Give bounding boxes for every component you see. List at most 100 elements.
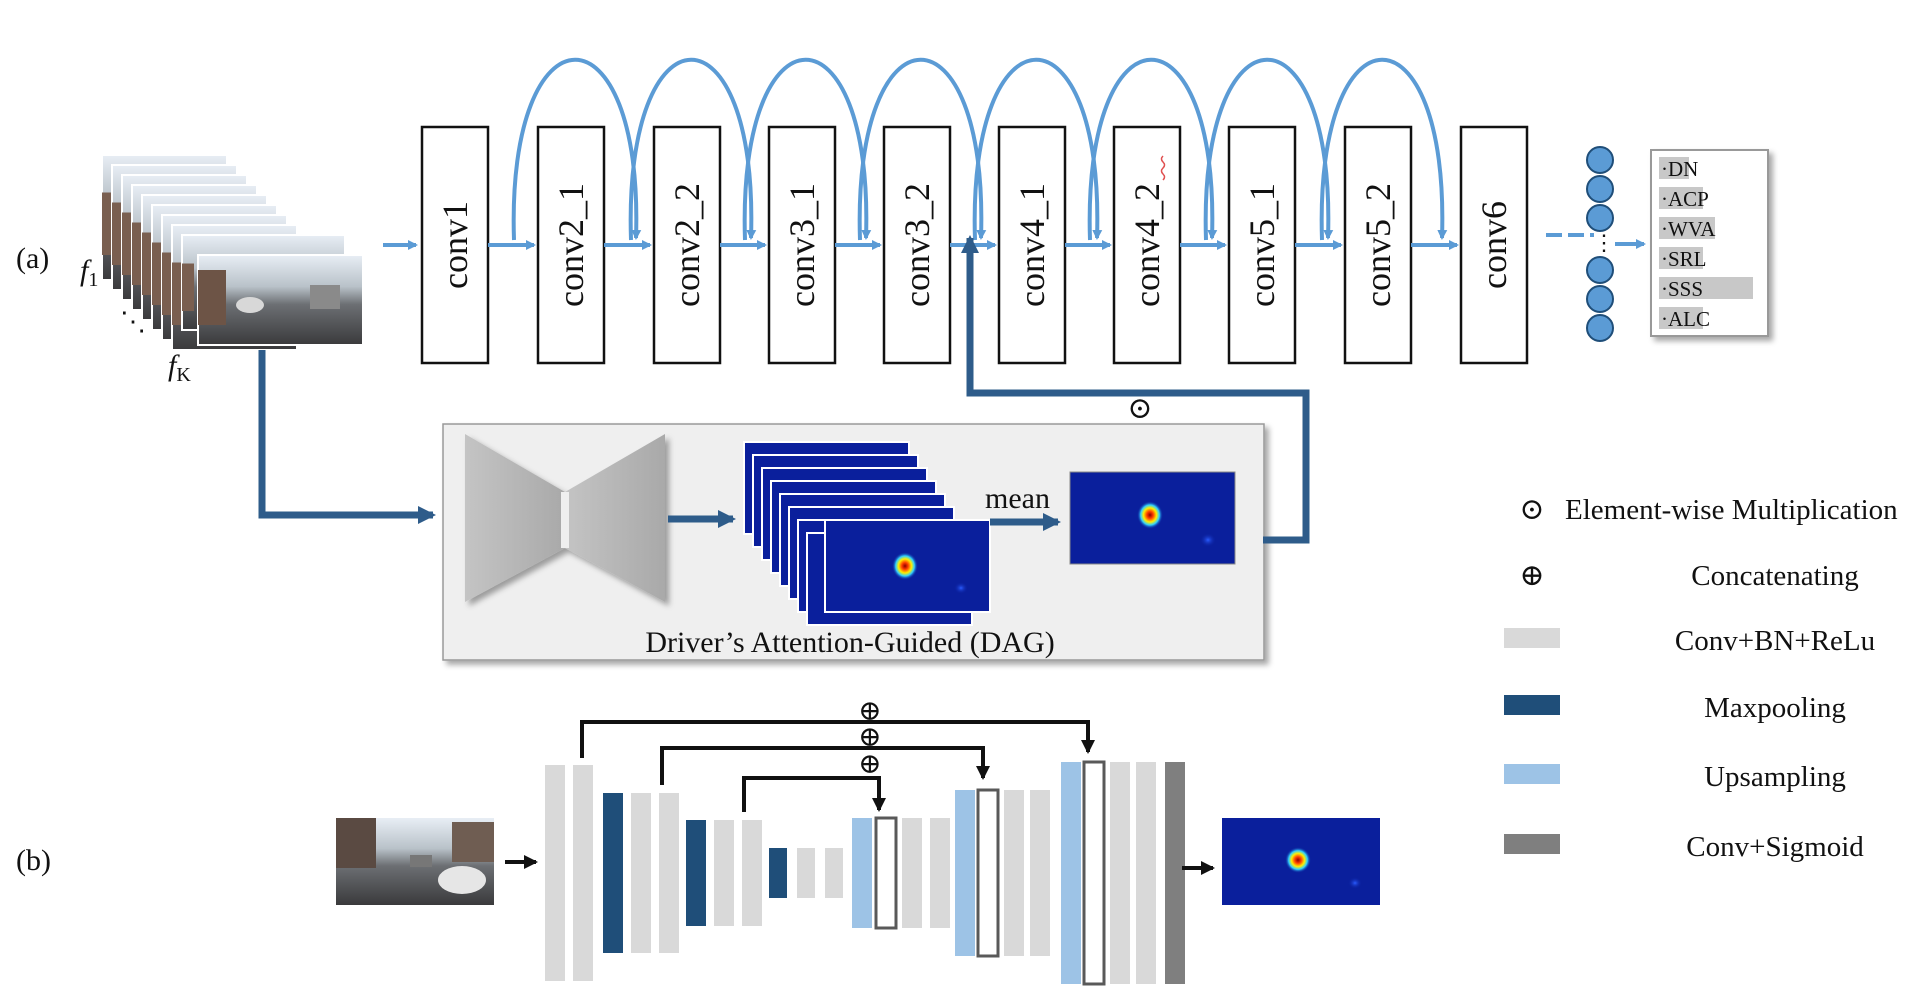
mean-attention-map: [1069, 471, 1236, 565]
output-node: [1586, 204, 1614, 232]
conv-light-block: [930, 818, 950, 928]
upsample-block: [1061, 762, 1081, 984]
class-label: ·SRL: [1661, 247, 1707, 271]
panel-b-output-map: [1222, 818, 1380, 905]
upsample-block: [852, 818, 872, 928]
output-node: [1586, 256, 1614, 284]
svg-text:⋮: ⋮: [1593, 230, 1615, 255]
conv-layer-label: conv1: [435, 201, 475, 289]
conv-light-block: [797, 848, 815, 898]
panel-b-input-image: [336, 818, 494, 905]
sigmoid-block: [1165, 762, 1185, 984]
output-node: [1586, 146, 1614, 174]
conv-light-block: [545, 765, 565, 981]
conv-layer-label: conv2_2: [667, 183, 707, 307]
conv-layer-box: [767, 125, 837, 365]
legend-label: Conv+Sigmoid: [1686, 831, 1864, 863]
conv-light-block: [1110, 762, 1130, 984]
conv-layer-label: conv4_2: [1127, 183, 1167, 307]
conv-light-block: [742, 820, 762, 926]
conv-layer-label: conv3_2: [897, 183, 937, 307]
class-label: ·ALC: [1661, 307, 1710, 331]
conv-backbone: conv1 conv2_1 conv2_2 conv3_1 conv3_2 conv4_1…: [383, 58, 1529, 365]
concat-symbol: ⊕: [858, 696, 881, 727]
legend-label: Upsampling: [1704, 761, 1846, 793]
unet-blocks: [545, 760, 1185, 986]
conv-layer-box: [420, 125, 490, 365]
panel-b-label: (b): [16, 844, 51, 877]
concat-block: [874, 816, 898, 930]
multiply-symbol: ⊙: [1127, 392, 1152, 425]
output-node: [1586, 175, 1614, 203]
legend-label: Conv+BN+ReLu: [1675, 625, 1875, 657]
legend-swatch: [1504, 628, 1560, 648]
class-label: ·ACP: [1661, 187, 1709, 211]
legend-swatch: [1504, 695, 1560, 715]
legend-symbol: ⊕: [1519, 559, 1544, 592]
conv-light-block: [573, 765, 593, 981]
conv-layer-label: conv5_1: [1242, 183, 1282, 307]
residual-arc: [1203, 58, 1334, 241]
output-node: [1586, 314, 1614, 342]
conv-layer-box: [997, 125, 1067, 365]
conv-layer-box: [1227, 125, 1297, 365]
residual-arc: [857, 58, 987, 241]
concat-symbol: ⊕: [858, 722, 881, 753]
conv-layer-box: [1459, 125, 1529, 365]
maxpool-block: [686, 820, 706, 926]
legend-swatch: [1504, 764, 1560, 784]
frame-first-label: f1: [80, 254, 98, 291]
class-label: ·SSS: [1661, 277, 1703, 301]
class-label: ·DN: [1661, 157, 1698, 181]
conv-layer-label: conv5_2: [1358, 183, 1398, 307]
maxpool-block: [603, 793, 623, 953]
class-output-box: ·DN ·ACP ·WVA ·SRL ·SSS ·ALC: [1650, 149, 1769, 337]
conv-layer-label: conv6: [1474, 201, 1514, 289]
residual-arc: [1319, 58, 1448, 241]
conv-layer-box: [652, 125, 722, 365]
concat-block: [1082, 760, 1106, 986]
conv-light-block: [659, 793, 679, 953]
encoder-decoder-shape: [465, 434, 665, 602]
output-node-column: ⋮: [1546, 146, 1646, 342]
conv-light-block: [902, 818, 922, 928]
concat-symbol: ⊕: [858, 749, 881, 780]
mean-label: mean: [985, 482, 1050, 515]
conv-light-block: [1004, 790, 1024, 956]
conv-layer-label: conv2_1: [551, 183, 591, 307]
conv-layer-label: conv4_1: [1012, 183, 1052, 307]
maxpool-block: [769, 848, 787, 898]
attention-map-stack: [743, 441, 991, 626]
class-label: ·WVA: [1661, 217, 1716, 241]
residual-arc: [511, 58, 642, 241]
frame-ellipsis: ⋱: [120, 307, 146, 336]
legend: ⊙ Element-wise Multiplication ⊕ Concatenati…: [1504, 493, 1898, 863]
residual-arc: [628, 58, 757, 241]
conv-light-block: [714, 820, 734, 926]
legend-label: Element-wise Multiplication: [1565, 494, 1898, 526]
dag-flow-arrows: [258, 235, 1310, 544]
conv-light-block: [1030, 790, 1050, 956]
frame-last-label: fK: [168, 349, 191, 386]
legend-symbol: ⊙: [1519, 493, 1544, 526]
concat-block: [976, 788, 1000, 958]
upsample-block: [955, 790, 975, 956]
conv-layer-label: conv3_1: [782, 183, 822, 307]
legend-swatch: [1504, 834, 1560, 854]
conv-layer-box: [536, 125, 606, 365]
input-frame-stack: [101, 154, 364, 351]
conv-layer-box: [882, 125, 952, 365]
output-node: [1586, 285, 1614, 313]
residual-arc: [742, 58, 872, 241]
conv-light-block: [631, 793, 651, 953]
conv-light-block: [825, 848, 843, 898]
conv-light-block: [1136, 762, 1156, 984]
conv-layer-box: [1343, 125, 1413, 365]
dag-caption: Driver’s Attention-Guided (DAG): [645, 626, 1054, 659]
residual-arc: [1087, 58, 1218, 241]
legend-label: Maxpooling: [1704, 692, 1846, 724]
panel-a-label: (a): [16, 242, 49, 275]
legend-label: Concatenating: [1691, 560, 1859, 592]
skip-connections: [580, 720, 1095, 812]
